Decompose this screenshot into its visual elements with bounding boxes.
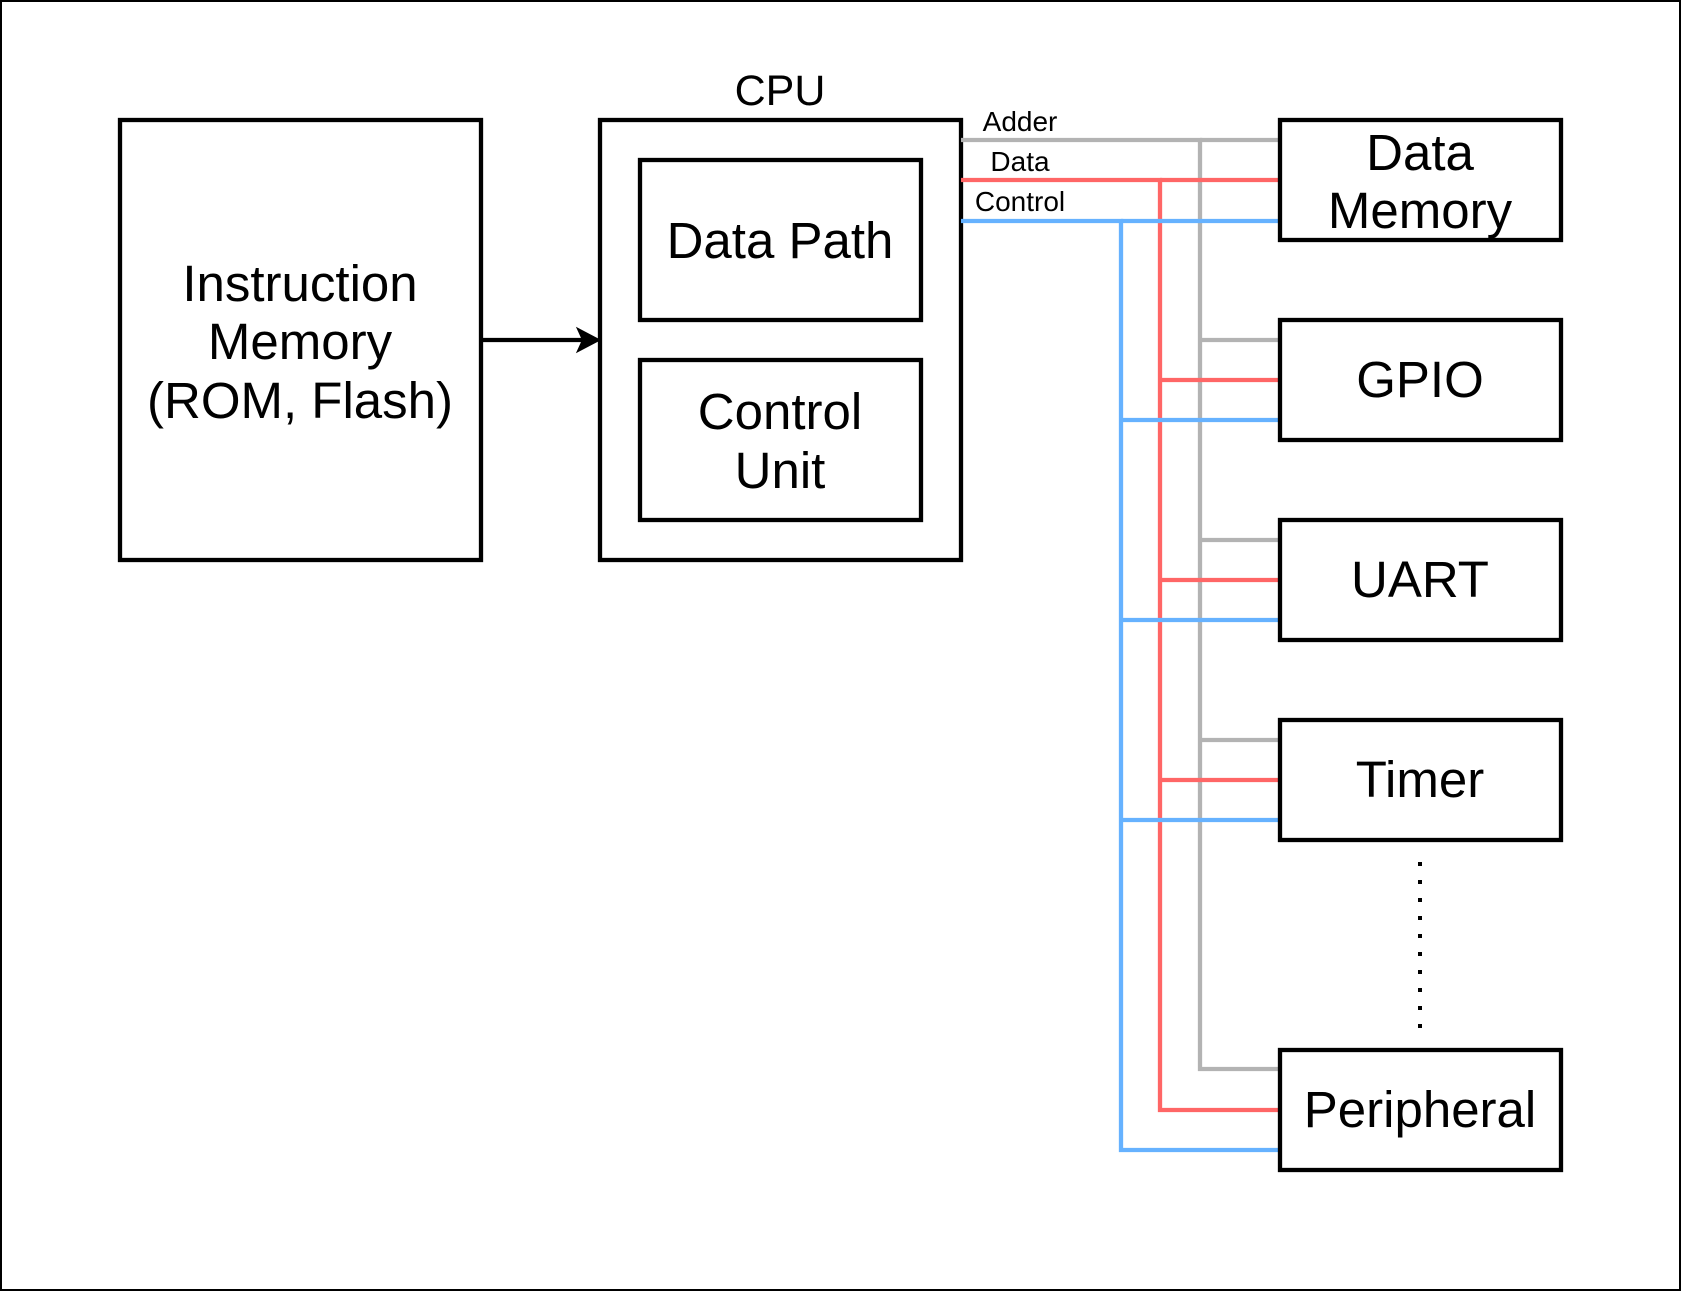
control-bus bbox=[961, 218, 1280, 1153]
instruction-memory-label-line3: (ROM, Flash) bbox=[147, 372, 453, 429]
data-bus-label: Data bbox=[990, 146, 1050, 177]
control-unit-label-line1: Control bbox=[698, 383, 862, 440]
timer-block: Timer bbox=[1277, 717, 1564, 843]
instruction-fetch-arrow bbox=[481, 326, 602, 354]
address-bus-label: Adder bbox=[983, 106, 1058, 137]
control-bus-trunk bbox=[961, 218, 1280, 1153]
peripheral-block: Peripheral bbox=[1277, 1047, 1564, 1173]
address-bus-trunk bbox=[961, 137, 1280, 1072]
data-memory-label-line2: Memory bbox=[1328, 182, 1513, 239]
instruction-memory-box bbox=[117, 117, 484, 563]
uart-block: UART bbox=[1277, 517, 1564, 643]
timer-label: Timer bbox=[1356, 751, 1484, 808]
data-bus bbox=[961, 177, 1280, 1113]
data-bus-trunk bbox=[961, 177, 1280, 1113]
data-path-label: Data Path bbox=[667, 212, 894, 269]
uart-box bbox=[1277, 517, 1564, 643]
control-unit-box bbox=[637, 357, 924, 523]
gpio-block: GPIO bbox=[1277, 317, 1564, 443]
data-memory-block: Data Memory bbox=[1277, 117, 1564, 243]
data-path-box bbox=[637, 157, 924, 323]
control-bus-label: Control bbox=[975, 186, 1065, 217]
cpu-block: CPU Data Path Control Unit bbox=[597, 67, 964, 563]
data-memory-box bbox=[1277, 117, 1564, 243]
cpu-title: CPU bbox=[735, 67, 826, 115]
peripheral-label: Peripheral bbox=[1304, 1081, 1536, 1138]
gpio-box bbox=[1277, 317, 1564, 443]
uart-label: UART bbox=[1351, 551, 1489, 608]
instruction-memory-label-line1: Instruction bbox=[182, 255, 417, 312]
gpio-label: GPIO bbox=[1356, 351, 1484, 408]
data-memory-label-line1: Data bbox=[1366, 124, 1474, 181]
instruction-memory-label-line2: Memory bbox=[208, 313, 393, 370]
peripheral-box bbox=[1277, 1047, 1564, 1173]
control-unit-label-line2: Unit bbox=[735, 442, 826, 499]
instruction-memory-block: Instruction Memory (ROM, Flash) bbox=[117, 117, 484, 563]
arrow-head-icon bbox=[575, 326, 602, 354]
address-bus bbox=[961, 137, 1280, 1072]
timer-box bbox=[1277, 717, 1564, 843]
